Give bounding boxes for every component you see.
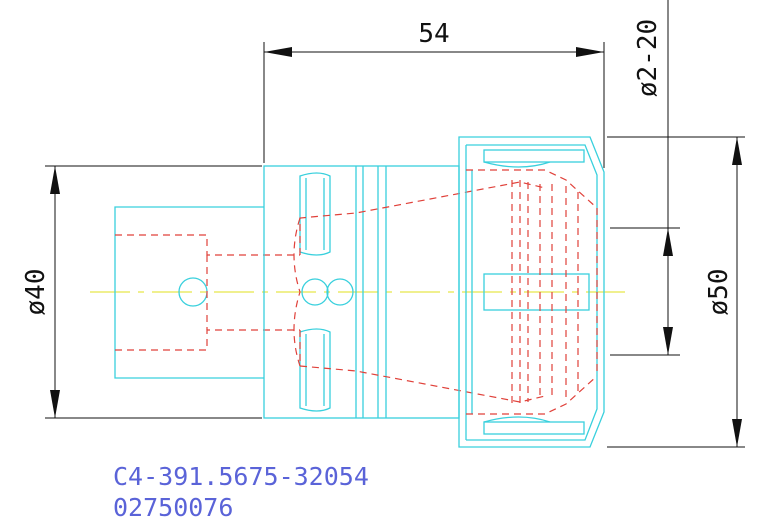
part-number: C4-391.5675-32054 xyxy=(113,462,369,491)
dimension-d50 xyxy=(607,136,745,448)
dimension-d40 xyxy=(45,165,262,419)
dimension-collet-range-label: ø2-20 xyxy=(633,19,663,97)
dimension-54-label: 54 xyxy=(418,19,449,49)
dimension-d40-label: ø40 xyxy=(21,269,51,316)
collet-hidden-lines xyxy=(466,169,598,415)
dimension-collet-range xyxy=(610,0,680,356)
shank-hidden-bore xyxy=(115,234,300,351)
dimension-54 xyxy=(263,42,605,168)
dimension-d50-label: ø50 xyxy=(704,269,734,316)
item-number: 02750076 xyxy=(113,493,233,522)
